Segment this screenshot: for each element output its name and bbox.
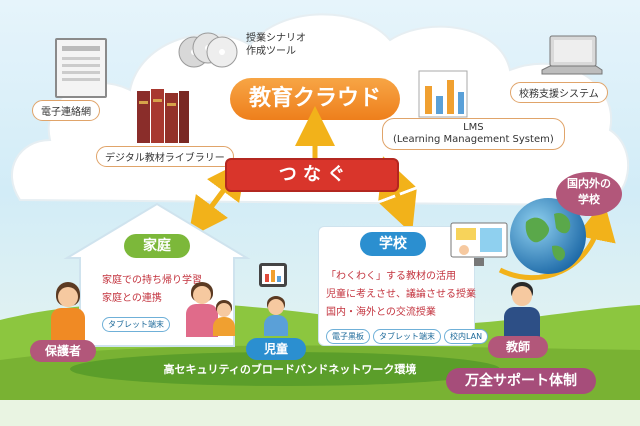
network-label: 高セキュリティのブロードバンドネットワーク環境 <box>163 363 417 376</box>
cloud-title: 教育クラウド <box>230 78 400 120</box>
connect-label: つ な ぐ <box>225 158 399 192</box>
mother-figure <box>182 282 222 337</box>
school-item: 児童に考えさせ、議論させる授業 <box>326 289 476 300</box>
service-authoring: 授業シナリオ 作成ツール <box>246 33 306 57</box>
school-title: 学校 <box>360 232 426 256</box>
disc-icon <box>178 32 238 68</box>
teacher-figure <box>498 282 548 338</box>
home-item: 家庭での持ち帰り学習 <box>102 275 202 286</box>
school-item: 「わくわく」する教材の活用 <box>326 271 456 282</box>
role-guardian: 保護者 <box>30 340 96 362</box>
globe-icon <box>510 198 586 274</box>
lms-title: LMS <box>463 122 484 133</box>
home-title: 家庭 <box>124 234 190 258</box>
role-child: 児童 <box>246 338 306 360</box>
school-tag: 校内LAN <box>444 329 489 344</box>
school-tag: 電子黒板 <box>326 329 370 344</box>
bar-chart-icon <box>418 70 468 118</box>
school-items: 「わくわく」する教材の活用 児童に考えさせ、議論させる授業 国内・海外との交流授… <box>326 264 491 344</box>
child-figure <box>262 296 290 336</box>
service-admin: 校務支援システム <box>510 82 608 103</box>
support-label: 万全サポート体制 <box>446 368 596 394</box>
lms-subtitle: (Learning Management System) <box>393 134 554 145</box>
school-item: 国内・海外との交流授業 <box>326 307 436 318</box>
global-schools: 国内外の 学校 <box>556 172 622 216</box>
kid-figure <box>210 300 238 336</box>
service-library: デジタル教材ライブラリー <box>96 146 234 167</box>
guardian-figure <box>48 282 88 342</box>
document-icon <box>55 38 107 98</box>
home-item: 家庭との連携 <box>102 293 162 304</box>
whiteboard-icon <box>450 222 508 266</box>
service-lms: LMS (Learning Management System) <box>382 118 565 150</box>
service-notice: 電子連絡網 <box>32 100 100 121</box>
home-items: 家庭での持ち帰り学習 家庭との連携 タブレット端末 <box>102 268 202 332</box>
books-icon <box>137 89 189 143</box>
role-teacher: 教師 <box>488 336 548 358</box>
tablet-icon <box>259 263 287 287</box>
home-tag: タブレット端末 <box>102 317 170 332</box>
laptop-icon <box>541 35 603 75</box>
school-tag: タブレット端末 <box>373 329 441 344</box>
